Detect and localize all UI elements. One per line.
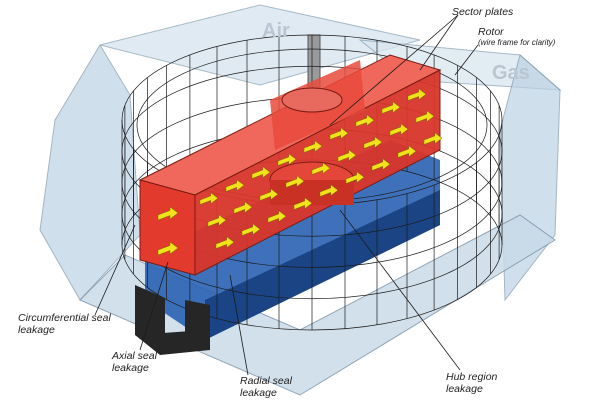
flow-arrow [407, 88, 427, 101]
flow-arrow [215, 236, 235, 249]
flow-arrow [355, 114, 375, 127]
leader-radial [229, 274, 249, 376]
circumferential-seal-line1: Circumferential seal [18, 312, 111, 324]
leader-hub [339, 209, 461, 371]
flow-arrow [233, 201, 253, 214]
flow-arrow [337, 149, 357, 162]
gas-label: Gas [492, 62, 530, 84]
housing-top-left-panel [99, 4, 421, 86]
hub-region-line2: leakage [446, 383, 483, 395]
flow-arrow [199, 192, 219, 205]
leader-lines [94, 14, 479, 376]
flow-arrow [397, 145, 417, 158]
leader-circumferential [94, 224, 136, 316]
radial-seal-line2: leakage [240, 387, 277, 399]
circumferential-seal-line2: leakage [18, 324, 55, 336]
flow-arrow [415, 110, 435, 123]
circumferential-seal-label: Circumferential seal leakage [18, 312, 111, 336]
flow-arrow [303, 140, 323, 153]
air-duct-shadow [205, 190, 440, 340]
rotor-label: Rotor [478, 26, 504, 38]
flow-arrow [241, 223, 261, 236]
support-bracket-right [185, 300, 210, 350]
flow-arrow [319, 184, 339, 197]
leader-sector-plates-1 [419, 14, 459, 71]
axial-seal-label: Axial seal leakage [112, 350, 157, 374]
flow-arrow [277, 153, 297, 166]
flow-arrow [267, 210, 287, 223]
flow-arrow [285, 175, 305, 188]
flow-arrow [423, 132, 443, 145]
hub-drum-top [281, 87, 343, 113]
leader-rotor [454, 44, 479, 76]
hub-region-label: Hub region leakage [446, 371, 497, 395]
flow-arrow [389, 123, 409, 136]
leader-axial [139, 261, 169, 351]
radial-seal-line1: Radial seal [240, 375, 292, 387]
air-label: Air [262, 20, 290, 42]
flow-arrows [157, 88, 443, 256]
rotor-note-label: (wire frame for clarity) [478, 38, 556, 47]
flow-arrow [225, 179, 245, 192]
sector-plate-front [139, 179, 196, 276]
flow-arrow [311, 162, 331, 175]
axial-seal-line2: leakage [112, 362, 149, 374]
flow-arrow [207, 214, 227, 227]
axial-seal-line1: Axial seal [112, 350, 157, 362]
flow-arrow [251, 166, 271, 179]
flow-arrow [381, 101, 401, 114]
radial-seal-label: Radial seal leakage [240, 375, 292, 399]
leader-sector-plates-2 [329, 14, 459, 126]
hub-drum-body [270, 180, 354, 205]
flow-arrow [345, 171, 365, 184]
flow-arrow [259, 188, 279, 201]
rotor-wire-ring [121, 65, 503, 237]
air-duct-lower [145, 140, 440, 340]
flow-arrow [157, 241, 179, 256]
flow-arrow [371, 158, 391, 171]
flow-arrow [329, 127, 349, 140]
air-duct [145, 140, 440, 340]
hub-region-line1: Hub region [446, 371, 498, 383]
sector-plates-label: Sector plates [452, 6, 514, 18]
flow-arrow [157, 206, 179, 221]
flow-arrow [363, 136, 383, 149]
flow-arrow [293, 197, 313, 210]
